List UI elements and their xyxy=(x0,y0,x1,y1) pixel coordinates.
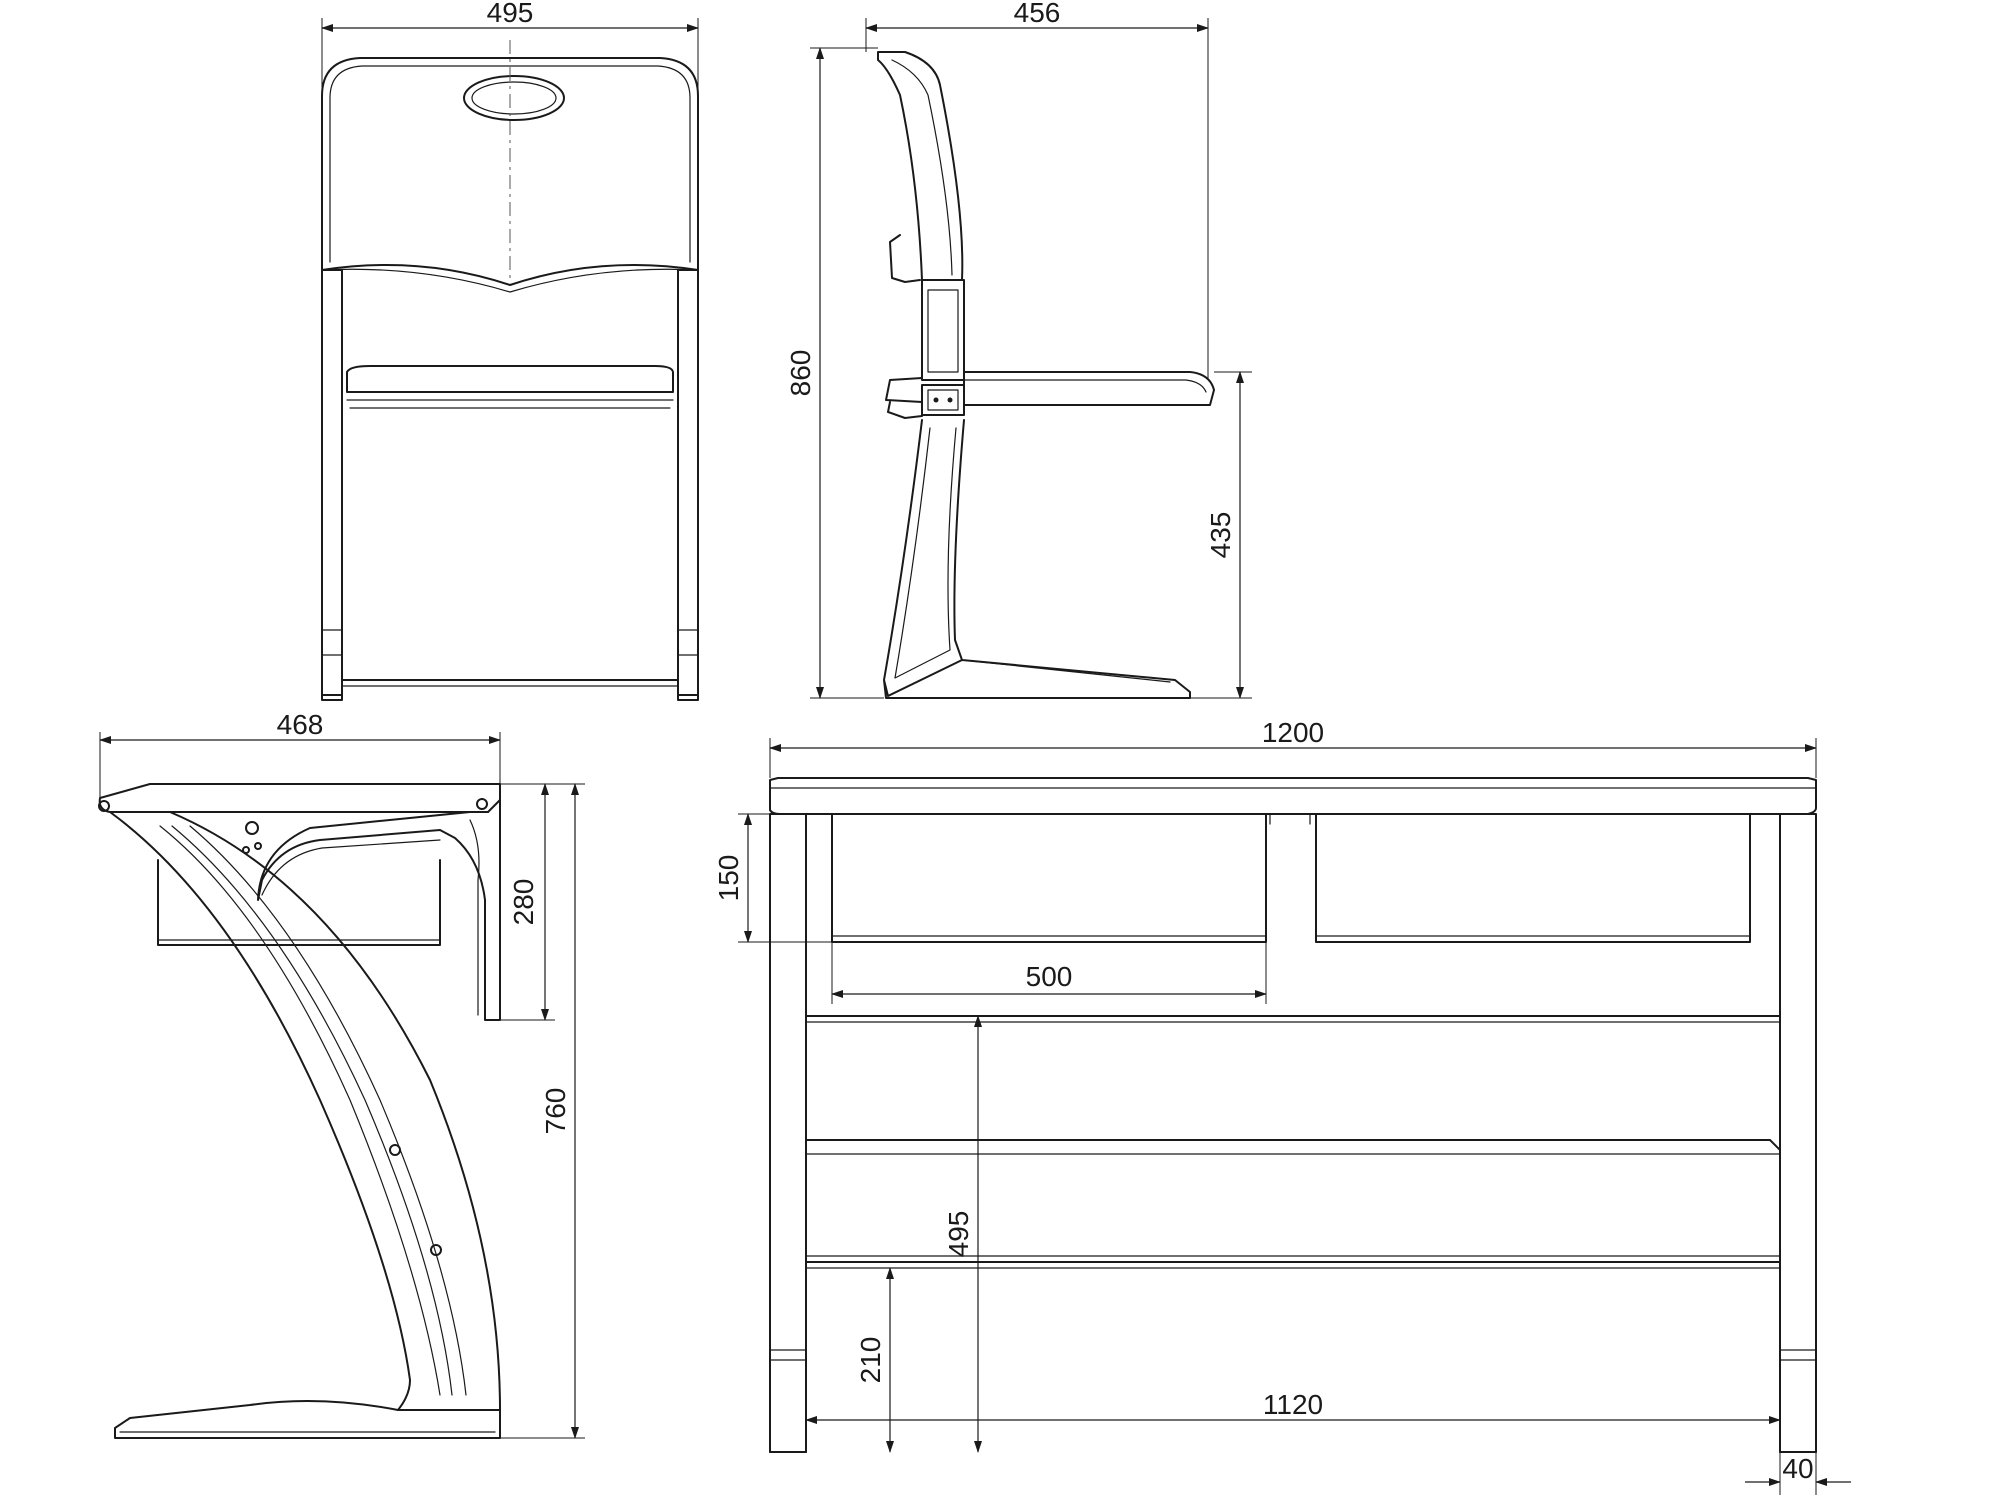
desk-drawer-depth-dimension: 150 xyxy=(713,813,832,943)
chair-backrest xyxy=(321,57,699,286)
desk-depth-dimension: 468 xyxy=(99,709,501,798)
desk-depth-label: 468 xyxy=(277,709,324,740)
chair-handle-hole xyxy=(463,75,565,121)
chair-seat-front xyxy=(346,365,674,393)
chair-width-dimension: 495 xyxy=(321,0,699,90)
chair-front-legs xyxy=(321,269,699,701)
chair-side-seat xyxy=(963,371,1215,406)
desk-footrest-height-dimension: 210 xyxy=(855,1267,894,1453)
desk-drawer-width-label: 500 xyxy=(1026,961,1073,992)
desk-side-drawer xyxy=(157,859,441,946)
desk-side-view: 468 280 760 xyxy=(98,709,585,1439)
desk-front-view: 1200 150 500 495 210 1120 xyxy=(713,717,1851,1495)
desk-side-support xyxy=(109,811,501,1411)
desk-leg-width-label: 40 xyxy=(1782,1453,1813,1484)
desk-drawer-depth-label: 150 xyxy=(713,855,744,902)
chair-side-frame-upper xyxy=(921,279,965,381)
chair-width-label: 495 xyxy=(487,0,534,28)
desk-front-drawers xyxy=(831,813,1751,943)
desk-front-top xyxy=(769,777,1817,815)
desk-drawer-width-dimension: 500 xyxy=(831,942,1267,1004)
desk-drawer-height-label: 280 xyxy=(508,879,539,926)
chair-side-view: 456 860 435 xyxy=(785,0,1252,699)
chair-height-dimension: 860 xyxy=(785,47,884,699)
desk-drawer-height-dimension: 280 xyxy=(500,783,555,1021)
desk-side-bracket xyxy=(257,783,501,1021)
desk-width-dimension: 1200 xyxy=(769,717,1817,778)
desk-side-top xyxy=(98,783,501,813)
chair-seat-height-dimension: 435 xyxy=(1190,371,1252,699)
chair-side-leg xyxy=(883,419,1191,699)
desk-inner-width-label: 1120 xyxy=(1263,1389,1323,1420)
chair-depth-label: 456 xyxy=(1014,0,1061,28)
chair-front-view: 495 xyxy=(321,0,699,701)
desk-knee-height-dimension: 495 xyxy=(943,1015,982,1453)
desk-side-foot xyxy=(114,1400,501,1439)
desk-footrest-height-label: 210 xyxy=(855,1337,886,1384)
desk-leg-width-dimension: 40 xyxy=(1745,1452,1851,1495)
desk-width-label: 1200 xyxy=(1262,717,1324,748)
desk-front-legs xyxy=(769,813,1817,1453)
desk-front-footrest xyxy=(805,1139,1781,1263)
desk-height-dimension: 760 xyxy=(500,783,585,1439)
chair-depth-dimension: 456 xyxy=(865,0,1209,380)
desk-inner-width-dimension: 1120 xyxy=(805,1389,1781,1424)
chair-height-label: 860 xyxy=(785,350,816,397)
desk-knee-height-label: 495 xyxy=(943,1211,974,1258)
chair-seat-height-label: 435 xyxy=(1205,512,1236,559)
desk-height-label: 760 xyxy=(540,1088,571,1135)
